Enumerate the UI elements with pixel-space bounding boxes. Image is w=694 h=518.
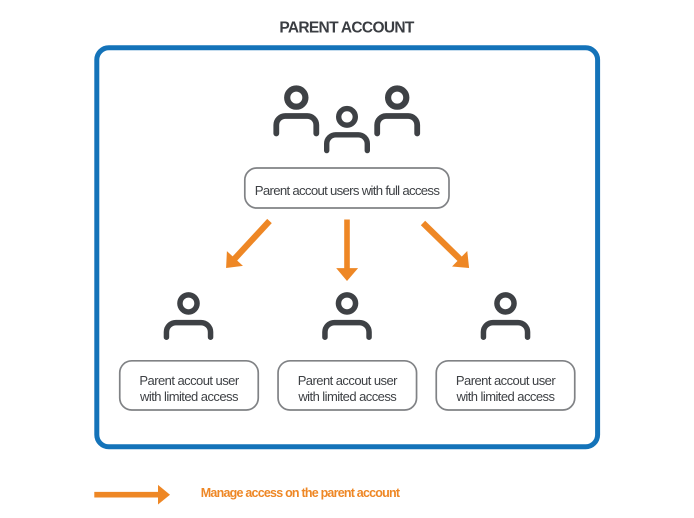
svg-text:with limited access: with limited access [139,389,239,404]
svg-text:PARENT ACCOUNT: PARENT ACCOUNT [279,19,414,36]
svg-text:Parent accout user: Parent accout user [456,373,556,388]
svg-text:with limited access: with limited access [297,389,397,404]
svg-text:Parent accout user: Parent accout user [139,373,239,388]
svg-text:Manage access on the parent ac: Manage access on the parent account [201,486,401,500]
svg-text:Parent accout users with full: Parent accout users with full access [255,183,441,198]
svg-text:with limited access: with limited access [456,389,556,404]
svg-text:Parent accout user: Parent accout user [298,373,398,388]
